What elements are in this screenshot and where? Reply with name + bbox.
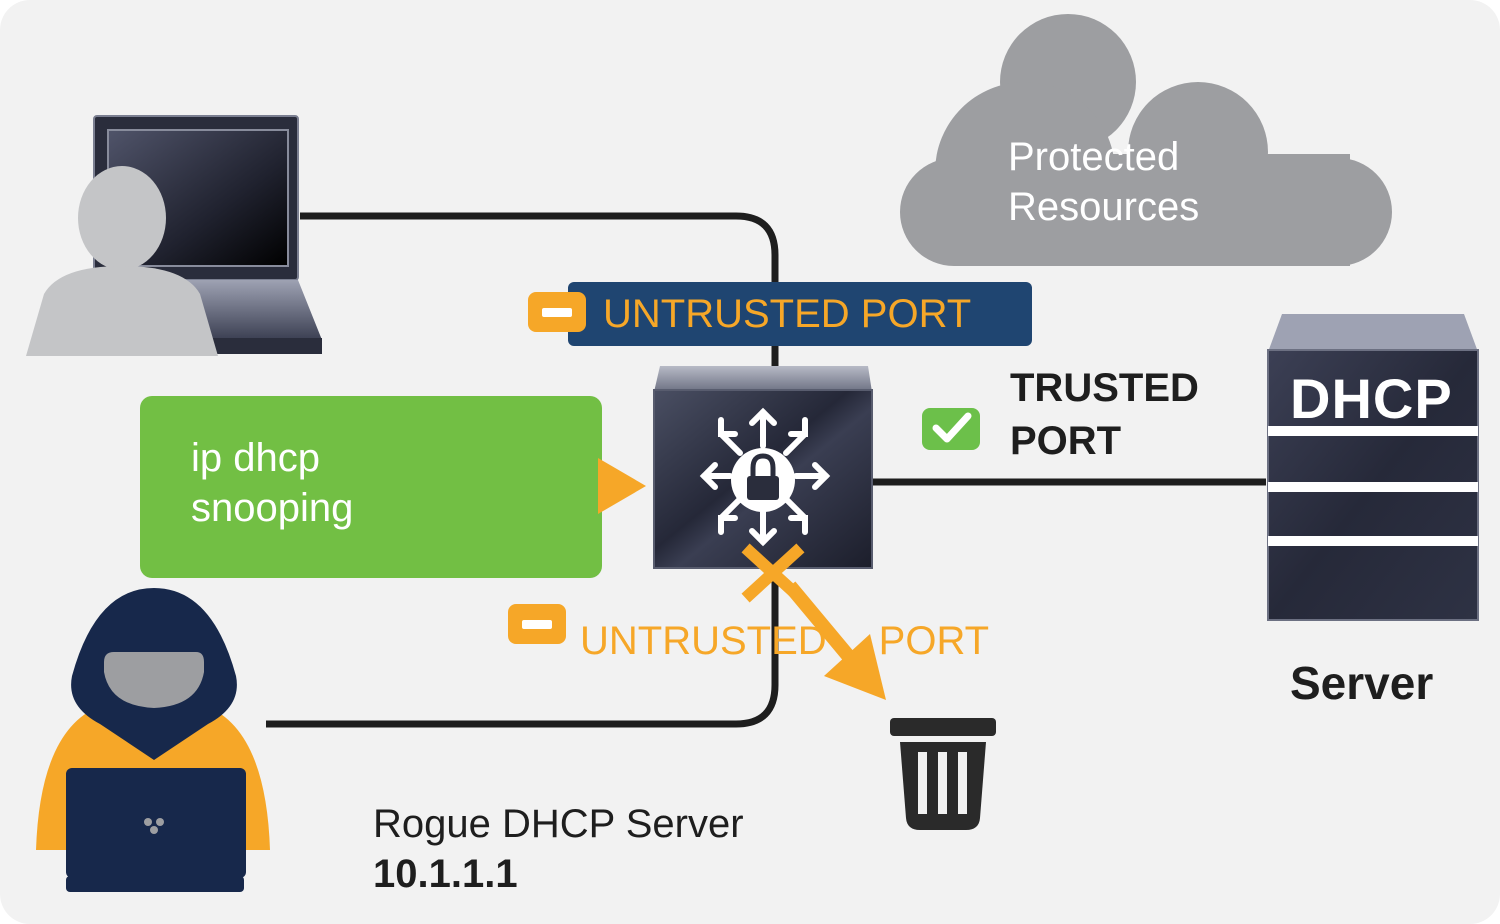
check-icon (922, 408, 980, 450)
lock-icon (731, 448, 795, 512)
switch-icon (653, 366, 873, 569)
cloud-icon (900, 14, 1392, 266)
rogue-server-ip: 10.1.1.1 (373, 852, 518, 896)
cable-rogue-to-switch (266, 568, 779, 728)
rogue-server-name: Rogue DHCP Server (373, 802, 744, 846)
network-cables (266, 212, 1266, 728)
cable-user-to-switch (300, 212, 779, 368)
user-icon (26, 166, 218, 356)
trash-icon (890, 718, 996, 830)
command-line1: ip dhcp (191, 436, 320, 480)
untrusted-port-label-bottom: UNTRUSTED PORT (580, 618, 989, 664)
server-box-label: DHCP (1290, 367, 1453, 430)
command-line2: snooping (191, 486, 354, 530)
cloud-label: Protected Resources (1008, 132, 1199, 232)
blocked-path (741, 543, 886, 700)
port-word: PORT (878, 619, 990, 663)
trusted-port-line1: TRUSTED (1010, 366, 1199, 410)
command-text: ip dhcp snooping (191, 433, 353, 533)
x-mark-icon (741, 543, 805, 603)
server-caption: Server (1290, 657, 1434, 709)
cloud-label-line2: Resources (1008, 185, 1200, 229)
command-box (140, 396, 646, 578)
untrusted-port-label-top: UNTRUSTED PORT (603, 292, 972, 336)
untrusted-port-banner-top (528, 282, 1032, 346)
minus-icon (528, 292, 586, 332)
cloud-label-line1: Protected (1008, 135, 1180, 179)
trusted-port-label: TRUSTED PORT (1010, 362, 1199, 468)
minus-icon (508, 604, 566, 644)
hacker-icon (36, 588, 270, 892)
server-icon (1267, 314, 1479, 621)
pointer-arrow-icon (598, 458, 646, 514)
untrusted-word: UNTRUSTED (580, 619, 827, 663)
trusted-port-line2: PORT (1010, 419, 1122, 463)
